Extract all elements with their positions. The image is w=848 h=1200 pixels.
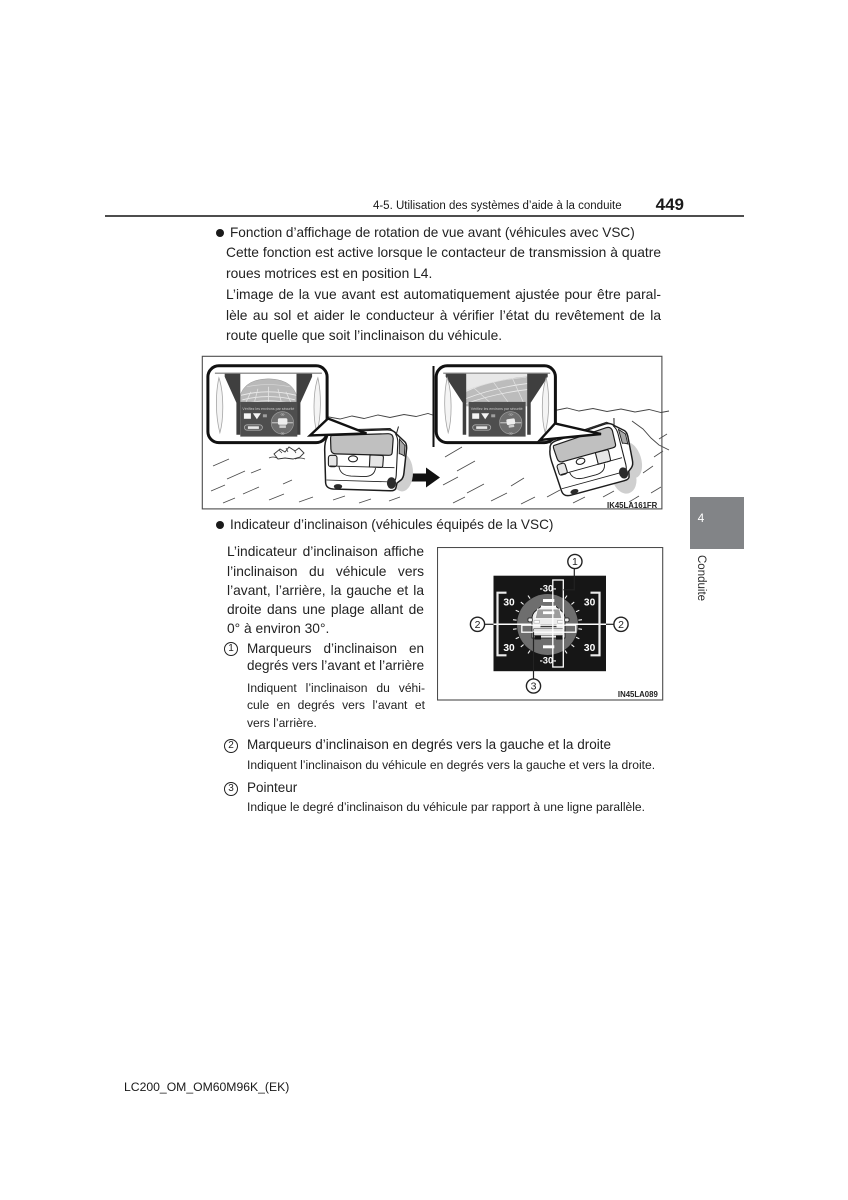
svg-text:IN45LA089: IN45LA089 — [618, 690, 659, 699]
svg-text:-30-: -30- — [508, 431, 513, 435]
svg-text:30: 30 — [503, 643, 515, 654]
svg-text:-30-: -30- — [540, 582, 557, 593]
svg-text:2: 2 — [475, 619, 481, 631]
svg-text:3: 3 — [531, 681, 537, 693]
svg-text:30: 30 — [584, 598, 596, 609]
svg-text:2: 2 — [618, 619, 624, 631]
svg-text:IK45LA161FR: IK45LA161FR — [607, 501, 658, 510]
svg-text:1: 1 — [572, 556, 578, 568]
svg-text:30: 30 — [584, 643, 596, 654]
svg-text:-30-: -30- — [540, 655, 557, 666]
svg-text:Vérifiez les environs par sécu: Vérifiez les environs par sécurité — [471, 407, 523, 411]
svg-text:-30-: -30- — [508, 412, 513, 416]
svg-text:30: 30 — [503, 598, 515, 609]
